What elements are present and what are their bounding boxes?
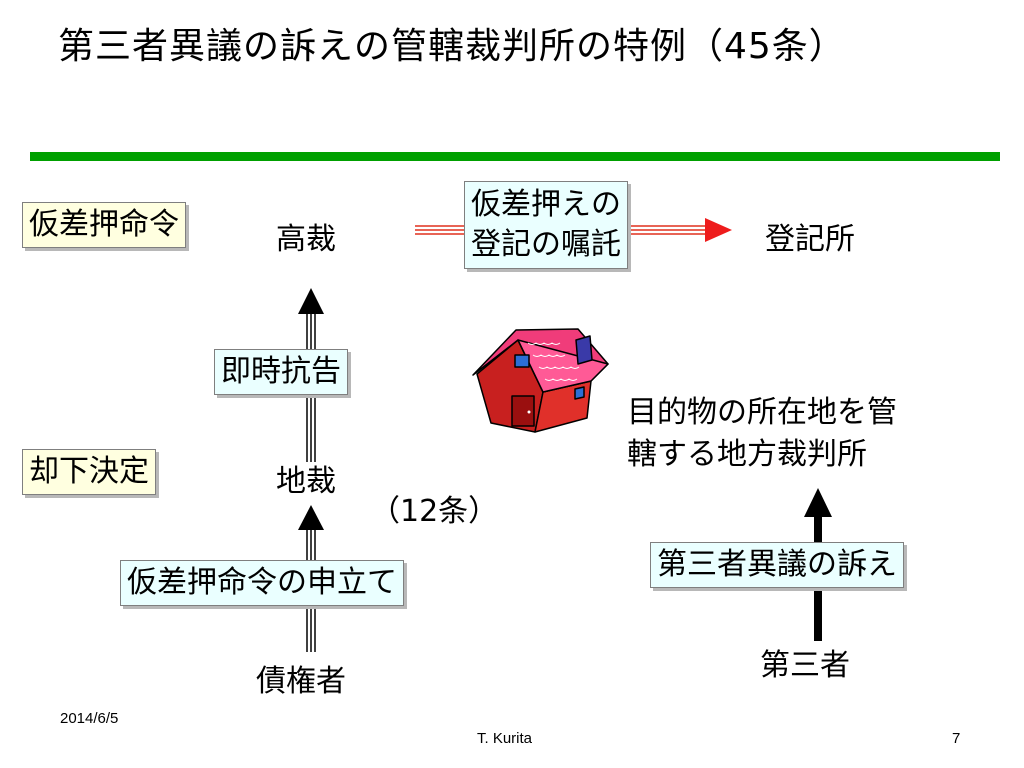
registration-commission-line2: 登記の嘱託 bbox=[471, 227, 621, 262]
competent-court-label: 目的物の所在地を管 轄する地方裁判所 bbox=[627, 392, 897, 476]
petition-box: 仮差押命令の申立て bbox=[120, 560, 404, 606]
immediate-appeal-box: 即時抗告 bbox=[214, 349, 348, 395]
registration-commission-box: 仮差押えの 登記の嘱託 bbox=[464, 181, 628, 269]
registry-office-label: 登記所 bbox=[765, 222, 855, 257]
provisional-attachment-order-box: 仮差押命令 bbox=[22, 202, 186, 248]
house-icon bbox=[472, 328, 609, 433]
registration-commission-line1: 仮差押えの bbox=[471, 187, 621, 222]
competent-court-line1: 目的物の所在地を管 bbox=[627, 395, 897, 430]
slide-title: 第三者異議の訴えの管轄裁判所の特例（45条） bbox=[58, 26, 846, 67]
footer-date: 2014/6/5 bbox=[60, 710, 119, 727]
footer-page-number: 7 bbox=[952, 730, 961, 747]
third-party-label: 第三者 bbox=[760, 648, 850, 683]
article-reference-label: （12条） bbox=[370, 494, 499, 529]
third-party-objection-suit-box: 第三者異議の訴え bbox=[650, 542, 904, 588]
footer-author: T. Kurita bbox=[477, 730, 533, 747]
dismissal-decision-box: 却下決定 bbox=[22, 449, 156, 495]
high-court-label: 高裁 bbox=[276, 222, 336, 257]
title-divider bbox=[30, 152, 1000, 161]
district-court-label: 地裁 bbox=[276, 464, 336, 499]
creditor-label: 債権者 bbox=[256, 664, 346, 699]
competent-court-line2: 轄する地方裁判所 bbox=[627, 437, 867, 472]
